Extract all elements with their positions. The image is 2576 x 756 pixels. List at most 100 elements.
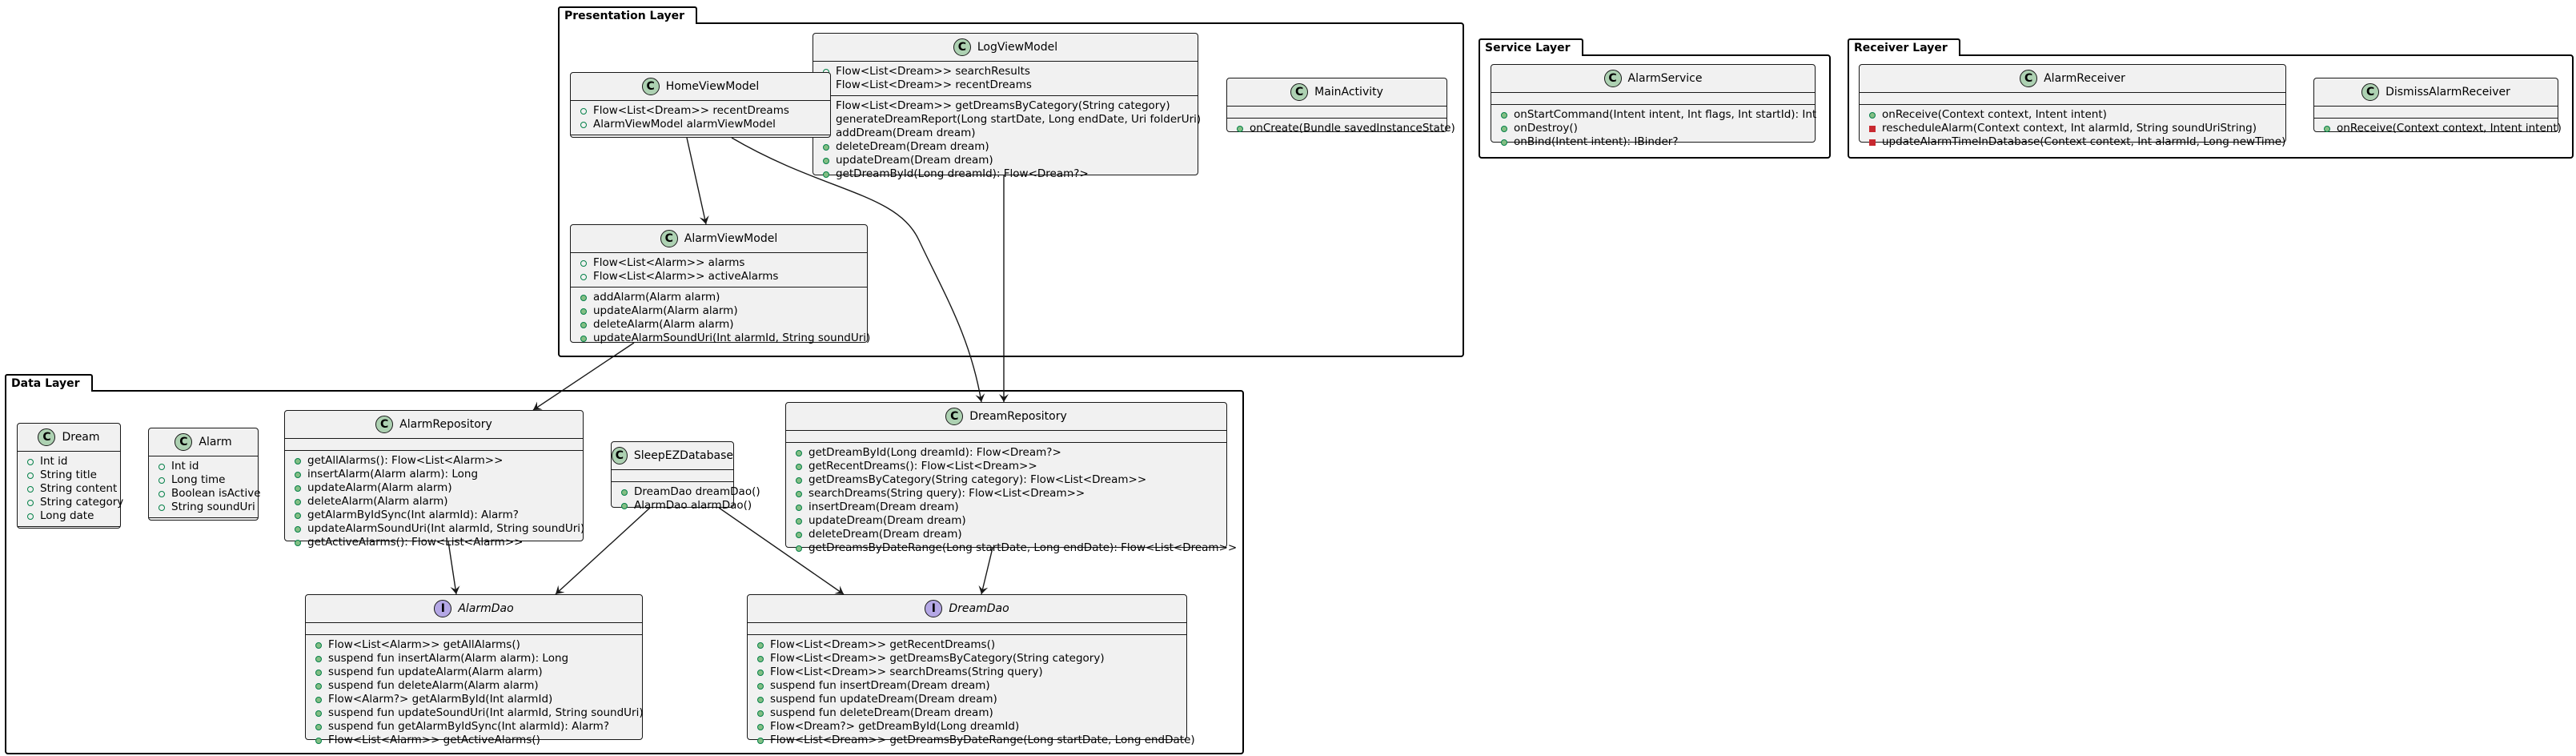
public-method-icon [757,641,764,649]
method: getDreamById(Long dreamId): Flow<Dream?> [836,167,1089,180]
class-dream[interactable]: C Dream Int id String title String conte… [17,423,123,529]
class-mainactivity[interactable]: C MainActivity onCreate(Bundle savedInst… [1226,78,1455,135]
public-method-icon [295,512,301,519]
class-alarmviewmodel[interactable]: C AlarmViewModel Flow<List<Alarm>> alarm… [570,224,870,344]
method: suspend fun deleteAlarm(Alarm alarm) [328,679,539,692]
method: Flow<List<Dream>> getRecentDreams() [770,638,996,651]
methods-section: onStartCommand(Intent intent, Int flags,… [1491,105,1817,152]
field: Flow<List<Dream>> recentDreams [593,104,789,117]
public-field-icon [27,513,34,520]
field: Int id [171,460,199,472]
class-dismissalarmreceiver[interactable]: C DismissAlarmReceiver onReceive(Context… [2313,78,2562,135]
public-field-icon [158,463,165,470]
fields-section [786,431,1226,443]
edge-alarmviewmodel-alarmrepository [532,342,635,411]
public-method-icon [757,723,764,730]
class-header: C HomeViewModel [571,73,830,101]
data-layer-package: Data Layer [5,374,1244,754]
method: getAlarmByIdSync(Int alarmId): Alarm? [307,509,519,521]
method: onStartCommand(Intent intent, Int flags,… [1514,108,1817,121]
public-field-icon [580,121,587,128]
class-header: C DismissAlarmReceiver [2314,78,2558,107]
class-alarmservice[interactable]: C AlarmService onStartCommand(Intent int… [1491,64,1816,148]
public-method-icon [295,525,301,533]
method: Flow<Alarm?> getAlarmById(Int alarmId) [328,693,553,706]
fields-section [1227,107,1446,119]
method: suspend fun insertDream(Dream dream) [770,679,990,692]
class-badge-icon: C [1290,83,1309,101]
edge-homeviewmodel-dreamrepository [731,137,985,403]
class-badge-icon: C [2020,70,2038,87]
class-badge-icon: C [375,416,394,433]
public-method-icon [580,294,587,301]
public-method-icon [757,655,764,662]
public-method-icon [757,682,764,690]
public-field-icon [580,273,587,280]
public-field-icon [27,499,34,506]
class-logviewmodel[interactable]: C LogViewModel Flow<List<Dream>> searchR… [813,33,1202,180]
method: updateDream(Dream dream) [836,154,993,167]
method: Flow<List<Dream>> getDreamsByCategory(St… [770,652,1105,665]
fields-section [748,623,1186,635]
public-method-icon [315,737,322,744]
method: deleteAlarm(Alarm alarm) [593,318,734,331]
public-method-icon [757,737,764,744]
methods-section: onCreate(Bundle savedInstanceState) [1227,119,1455,139]
public-method-icon [757,669,764,676]
class-badge-icon: C [612,447,628,464]
method: onReceive(Context context, Intent intent… [1882,108,2107,121]
interface-header: I AlarmDao [306,595,642,623]
interface-dreamdao[interactable]: I DreamDao Flow<List<Dream>> getRecentDr… [747,594,1195,746]
edge-sleepezdatabase-alarmdao [555,507,651,595]
methods-section [571,135,830,147]
public-method-icon [580,321,587,328]
fields-section [612,470,733,482]
method: onCreate(Bundle savedInstanceState) [1250,122,1455,135]
class-alarmreceiver[interactable]: C AlarmReceiver onReceive(Context contex… [1859,64,2286,148]
method: onReceive(Context context, Intent intent… [2337,122,2562,135]
method: onBind(Intent intent): IBinder? [1514,135,1679,148]
method: suspend fun updateAlarm(Alarm alarm) [328,666,543,678]
method: deleteDream(Dream dream) [809,528,962,541]
class-dreamrepository[interactable]: C DreamRepository getDreamById(Long drea… [785,402,1237,554]
edge-homeviewmodel-alarmviewmodel [686,137,709,225]
class-name: DismissAlarmReceiver [2385,85,2510,99]
public-field-icon [580,259,587,267]
public-method-icon [823,171,829,178]
public-field-icon [158,504,165,511]
public-method-icon [1869,111,1876,119]
field: String content [40,482,118,495]
public-method-icon [295,539,301,546]
edge-alarmrepository-alarmdao [447,541,460,595]
class-name: MainActivity [1314,85,1383,99]
class-name: AlarmViewModel [684,231,778,245]
public-method-icon [1501,139,1507,146]
class-name: LogViewModel [977,40,1058,54]
method: DreamDao dreamDao() [634,485,760,498]
class-alarm[interactable]: C Alarm Int id Long time Boolean isActiv… [148,428,261,521]
class-header: C SleepEZDatabase [612,442,733,470]
public-method-icon [295,457,301,464]
method: getDreamsByCategory(String category): Fl… [809,473,1147,486]
method: getRecentDreams(): Flow<List<Dream>> [809,460,1037,472]
class-header: C DreamRepository [786,403,1226,431]
interface-name: DreamDao [949,601,1009,615]
field: Flow<List<Alarm>> activeAlarms [593,270,779,283]
class-sleepezdatabase[interactable]: C SleepEZDatabase DreamDao dreamDao() Al… [611,441,760,512]
method: generateDreamReport(Long startDate, Long… [836,113,1202,126]
methods-section: onReceive(Context context, Intent intent… [2314,119,2562,139]
interface-alarmdao[interactable]: I AlarmDao Flow<List<Alarm>> getAllAlarm… [305,594,644,746]
method: addAlarm(Alarm alarm) [593,291,720,304]
public-method-icon [621,502,628,509]
interface-header: I DreamDao [748,595,1186,623]
public-method-icon [295,498,301,505]
class-badge-icon: C [175,433,193,451]
public-method-icon [823,143,829,151]
public-method-icon [1501,125,1507,132]
class-badge-icon: C [1603,70,1622,87]
method: updateAlarm(Alarm alarm) [307,481,452,494]
public-method-icon [295,471,301,478]
class-homeviewmodel[interactable]: C HomeViewModel Flow<List<Dream>> recent… [570,72,831,138]
class-alarmrepository[interactable]: C AlarmRepository getAllAlarms(): Flow<L… [284,410,584,549]
